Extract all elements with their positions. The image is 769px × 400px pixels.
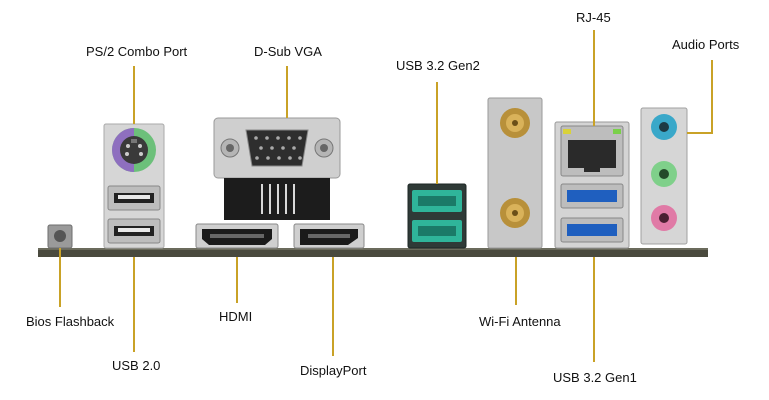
label-wifi-antenna: Wi-Fi Antenna <box>479 314 561 329</box>
rj45-usb-gen1-stack <box>554 121 630 249</box>
usb32-gen2-stack <box>407 183 467 249</box>
motherboard-edge <box>38 248 708 257</box>
label-ps2-combo-port: PS/2 Combo Port <box>86 44 188 59</box>
dsub-vga-port[interactable] <box>213 117 341 220</box>
audio-ports-stack <box>640 107 688 245</box>
label-rj45: RJ-45 <box>576 10 611 25</box>
wifi-antenna-bracket <box>487 97 543 249</box>
usb20-port-bottom[interactable] <box>107 218 161 244</box>
usb32-gen1-port-bottom[interactable] <box>560 217 624 243</box>
hdmi-port[interactable] <box>195 223 279 249</box>
label-usb20: USB 2.0 <box>112 358 161 373</box>
label-displayport: DisplayPort <box>300 363 367 378</box>
label-hdmi: HDMI <box>219 309 253 324</box>
label-usb32-gen2: USB 3.2 Gen2 <box>396 58 480 73</box>
usb20-port-top[interactable] <box>107 185 161 211</box>
label-audio-ports: Audio Ports <box>672 37 740 52</box>
bios-flashback-button[interactable] <box>47 224 73 249</box>
wifi-antenna-connector-top[interactable] <box>500 108 530 138</box>
wifi-antenna-connector-bottom[interactable] <box>500 198 530 228</box>
usb32-gen2-port-bottom[interactable] <box>412 220 462 242</box>
displayport-port[interactable] <box>293 223 365 249</box>
usb32-gen2-port-top[interactable] <box>412 190 462 212</box>
audio-line-out-jack[interactable] <box>651 161 677 187</box>
audio-line-in-jack[interactable] <box>651 114 677 140</box>
ps2-combo-port[interactable] <box>112 128 156 172</box>
audio-mic-jack[interactable] <box>651 205 677 231</box>
usb32-gen1-port-top[interactable] <box>560 183 624 209</box>
motherboard-edge-highlight <box>38 248 708 250</box>
leader-audio <box>687 60 713 134</box>
label-dsub-vga: D-Sub VGA <box>254 44 322 59</box>
ps2-usb20-stack <box>103 123 165 249</box>
label-usb32-gen1: USB 3.2 Gen1 <box>553 370 637 385</box>
rj45-port[interactable] <box>560 125 624 177</box>
label-bios-flashback: Bios Flashback <box>26 314 115 329</box>
leader-lines <box>59 30 713 362</box>
